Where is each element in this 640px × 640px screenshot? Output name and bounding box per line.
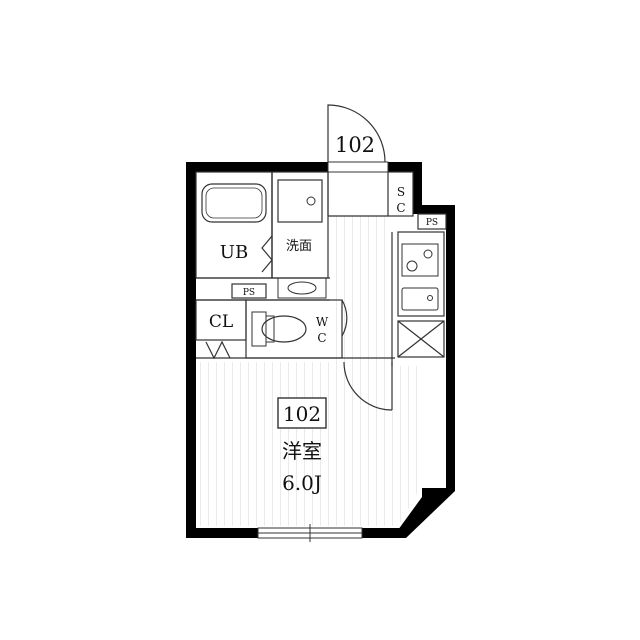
sc-label-c: C — [396, 201, 405, 215]
closet-door[interactable] — [205, 340, 231, 360]
washing-machine-space — [277, 179, 323, 223]
cl-label: CL — [209, 312, 233, 332]
ps-upper-label: PS — [426, 218, 438, 228]
main-unit-badge — [277, 397, 327, 429]
outer-walls — [186, 162, 455, 538]
kitchen-sink — [401, 287, 439, 311]
ub-label: UB — [220, 242, 248, 263]
wc-label-w: W — [316, 315, 329, 329]
bathtub — [201, 183, 267, 223]
toilet — [251, 311, 307, 347]
corridor-floor — [330, 216, 388, 366]
main-room-name: 洋室 — [282, 439, 322, 463]
wash-basin — [277, 277, 327, 299]
window — [257, 524, 363, 542]
stove — [401, 243, 439, 277]
bathroom-folding-door[interactable] — [261, 235, 273, 273]
main-room-floor — [196, 362, 420, 526]
washroom-label: 洗面 — [286, 239, 312, 254]
entrance-door[interactable] — [327, 104, 389, 173]
wc-door[interactable] — [341, 299, 348, 337]
sc-label-s: S — [397, 185, 405, 199]
room-door[interactable] — [343, 361, 393, 411]
ps-lower-label: PS — [243, 288, 255, 298]
main-unit-label: 102 — [283, 402, 321, 426]
entrance-unit-label: 102 — [335, 133, 375, 157]
wc-label-c: C — [317, 331, 326, 345]
main-room-size: 6.0J — [282, 471, 322, 495]
